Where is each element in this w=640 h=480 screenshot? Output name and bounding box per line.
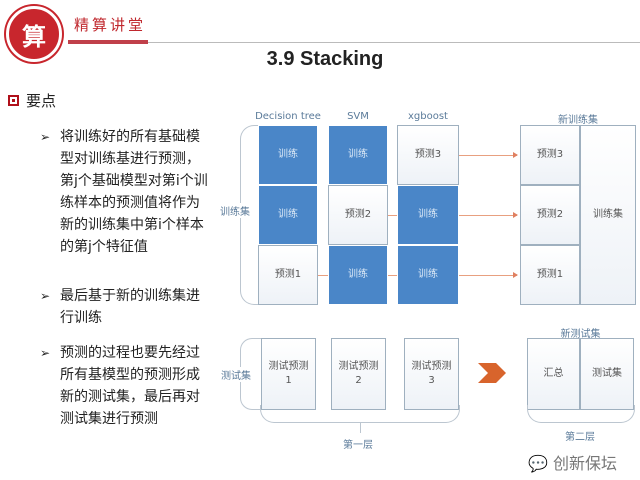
- checkbox-bullet-icon: [8, 95, 19, 106]
- new-train-pred3: 预测3: [520, 125, 580, 185]
- new-train-whole: 训练集: [580, 125, 636, 305]
- brand-name: 精算讲堂: [74, 16, 147, 34]
- new-test-set: 测试集: [580, 338, 634, 410]
- test-set-label: 测试集: [221, 367, 251, 382]
- new-train-label: 新训练集: [558, 115, 598, 126]
- layer2-bracket: [527, 405, 635, 423]
- new-train-pred1: 预测1: [520, 245, 580, 305]
- layer1-stem: [360, 423, 361, 433]
- logo: 算: [6, 6, 62, 62]
- slide-title: 3.9 Stacking: [266, 48, 384, 70]
- chevron-arrow-icon: [478, 363, 506, 383]
- arrow-bullet-icon: ➢: [40, 289, 51, 303]
- cell-dt-3: 预测1: [258, 245, 318, 305]
- cell-svm-2: 预测2: [328, 185, 388, 245]
- cell-xgb-1: 预测3: [397, 125, 459, 185]
- header-divider: [148, 42, 640, 43]
- cell-svm-1: 训练: [328, 125, 388, 185]
- new-test-label: 新测试集: [560, 329, 601, 340]
- train-set-label: 训练集: [220, 203, 250, 218]
- bullet-2: ➢最后基于新的训练集进行训练: [40, 285, 210, 329]
- layer1-label: 第一层: [343, 440, 373, 451]
- layer1-bracket: [260, 405, 460, 423]
- model-header-xgboost: xgboost: [408, 111, 448, 122]
- cell-xgb-2: 训练: [397, 185, 459, 245]
- bullet-3: ➢预测的过程也要先经过所有基模型的预测形成新的测试集，最后再对测试集进行预测: [40, 342, 210, 430]
- new-test-summary: 汇总: [527, 338, 580, 410]
- model-header-decision-tree: Decision tree: [255, 111, 321, 122]
- watermark: 💬 创新保坛: [528, 454, 618, 473]
- arrow-bullet-icon: ➢: [40, 130, 51, 144]
- cell-svm-3: 训练: [328, 245, 388, 305]
- key-points-heading: 要点: [26, 92, 57, 110]
- new-train-pred2: 预测2: [520, 185, 580, 245]
- cell-dt-1: 训练: [258, 125, 318, 185]
- cell-dt-2: 训练: [258, 185, 318, 245]
- arrow-bullet-icon: ➢: [40, 346, 51, 360]
- header-accent-bar: [68, 40, 148, 44]
- bullet-1: ➢将训练好的所有基础模型对训练基进行预测，第j个基础模型对第i个训练样本的预测值…: [40, 126, 210, 258]
- cell-xgb-3: 训练: [397, 245, 459, 305]
- arrow-pred3: [430, 152, 518, 158]
- layer2-label: 第二层: [565, 432, 595, 443]
- model-header-svm: SVM: [347, 111, 369, 122]
- wechat-icon: 💬: [528, 454, 548, 473]
